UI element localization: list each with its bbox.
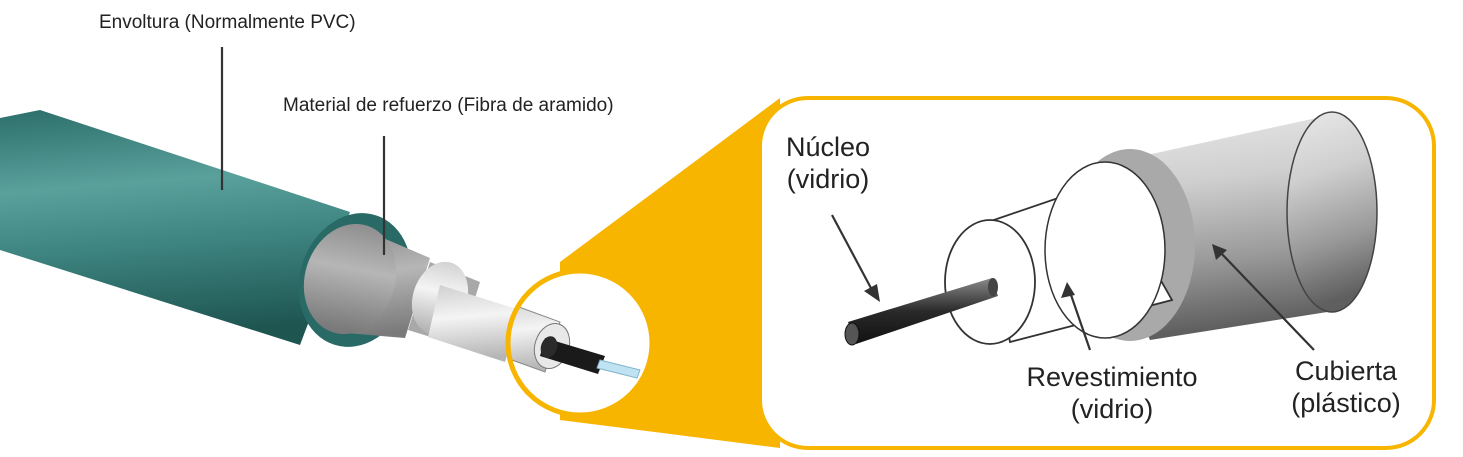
core-arrow-head (864, 284, 880, 302)
cladding-label-line2: (vidrio) (1070, 393, 1154, 424)
jacket-label: Envoltura (Normalmente PVC) (99, 12, 356, 33)
cladding-face (1044, 161, 1166, 339)
core-body (848, 278, 998, 344)
coating-arrow-line (1219, 251, 1315, 351)
arrow-heads (864, 244, 1227, 302)
tight-buffer-body (428, 285, 520, 362)
core-label-line2: (vidrio) (786, 163, 870, 194)
coating-label-line2: (plástico) (1291, 387, 1401, 418)
coating-label-line1: Cubierta (1294, 356, 1398, 386)
strength-member-end (303, 223, 397, 335)
magnifier (505, 268, 655, 418)
core-label-line1: Núcleo (785, 132, 871, 162)
cladding-arrow-line (1068, 291, 1092, 351)
fiber-enlarged (844, 111, 1378, 346)
coating-arrow-head (1212, 244, 1227, 260)
cladding-label-line1: Revestimiento (1026, 362, 1198, 392)
leader-lines (220, 47, 1315, 351)
coating-label: Cubierta (plástico) (1276, 356, 1416, 420)
core-inner-end (988, 278, 998, 296)
core-end (844, 322, 860, 346)
cladding-arrow-head (1061, 282, 1075, 298)
jacket-body (0, 110, 350, 345)
cable-left (0, 110, 520, 362)
strength-member-label: Material de refuerzo (Fibra de aramido) (283, 95, 614, 116)
core-arrow-line (831, 214, 873, 291)
core-label: Núcleo (vidrio) (774, 132, 882, 196)
cladding-label: Revestimiento (vidrio) (1012, 362, 1212, 426)
coating-end (1286, 111, 1378, 313)
